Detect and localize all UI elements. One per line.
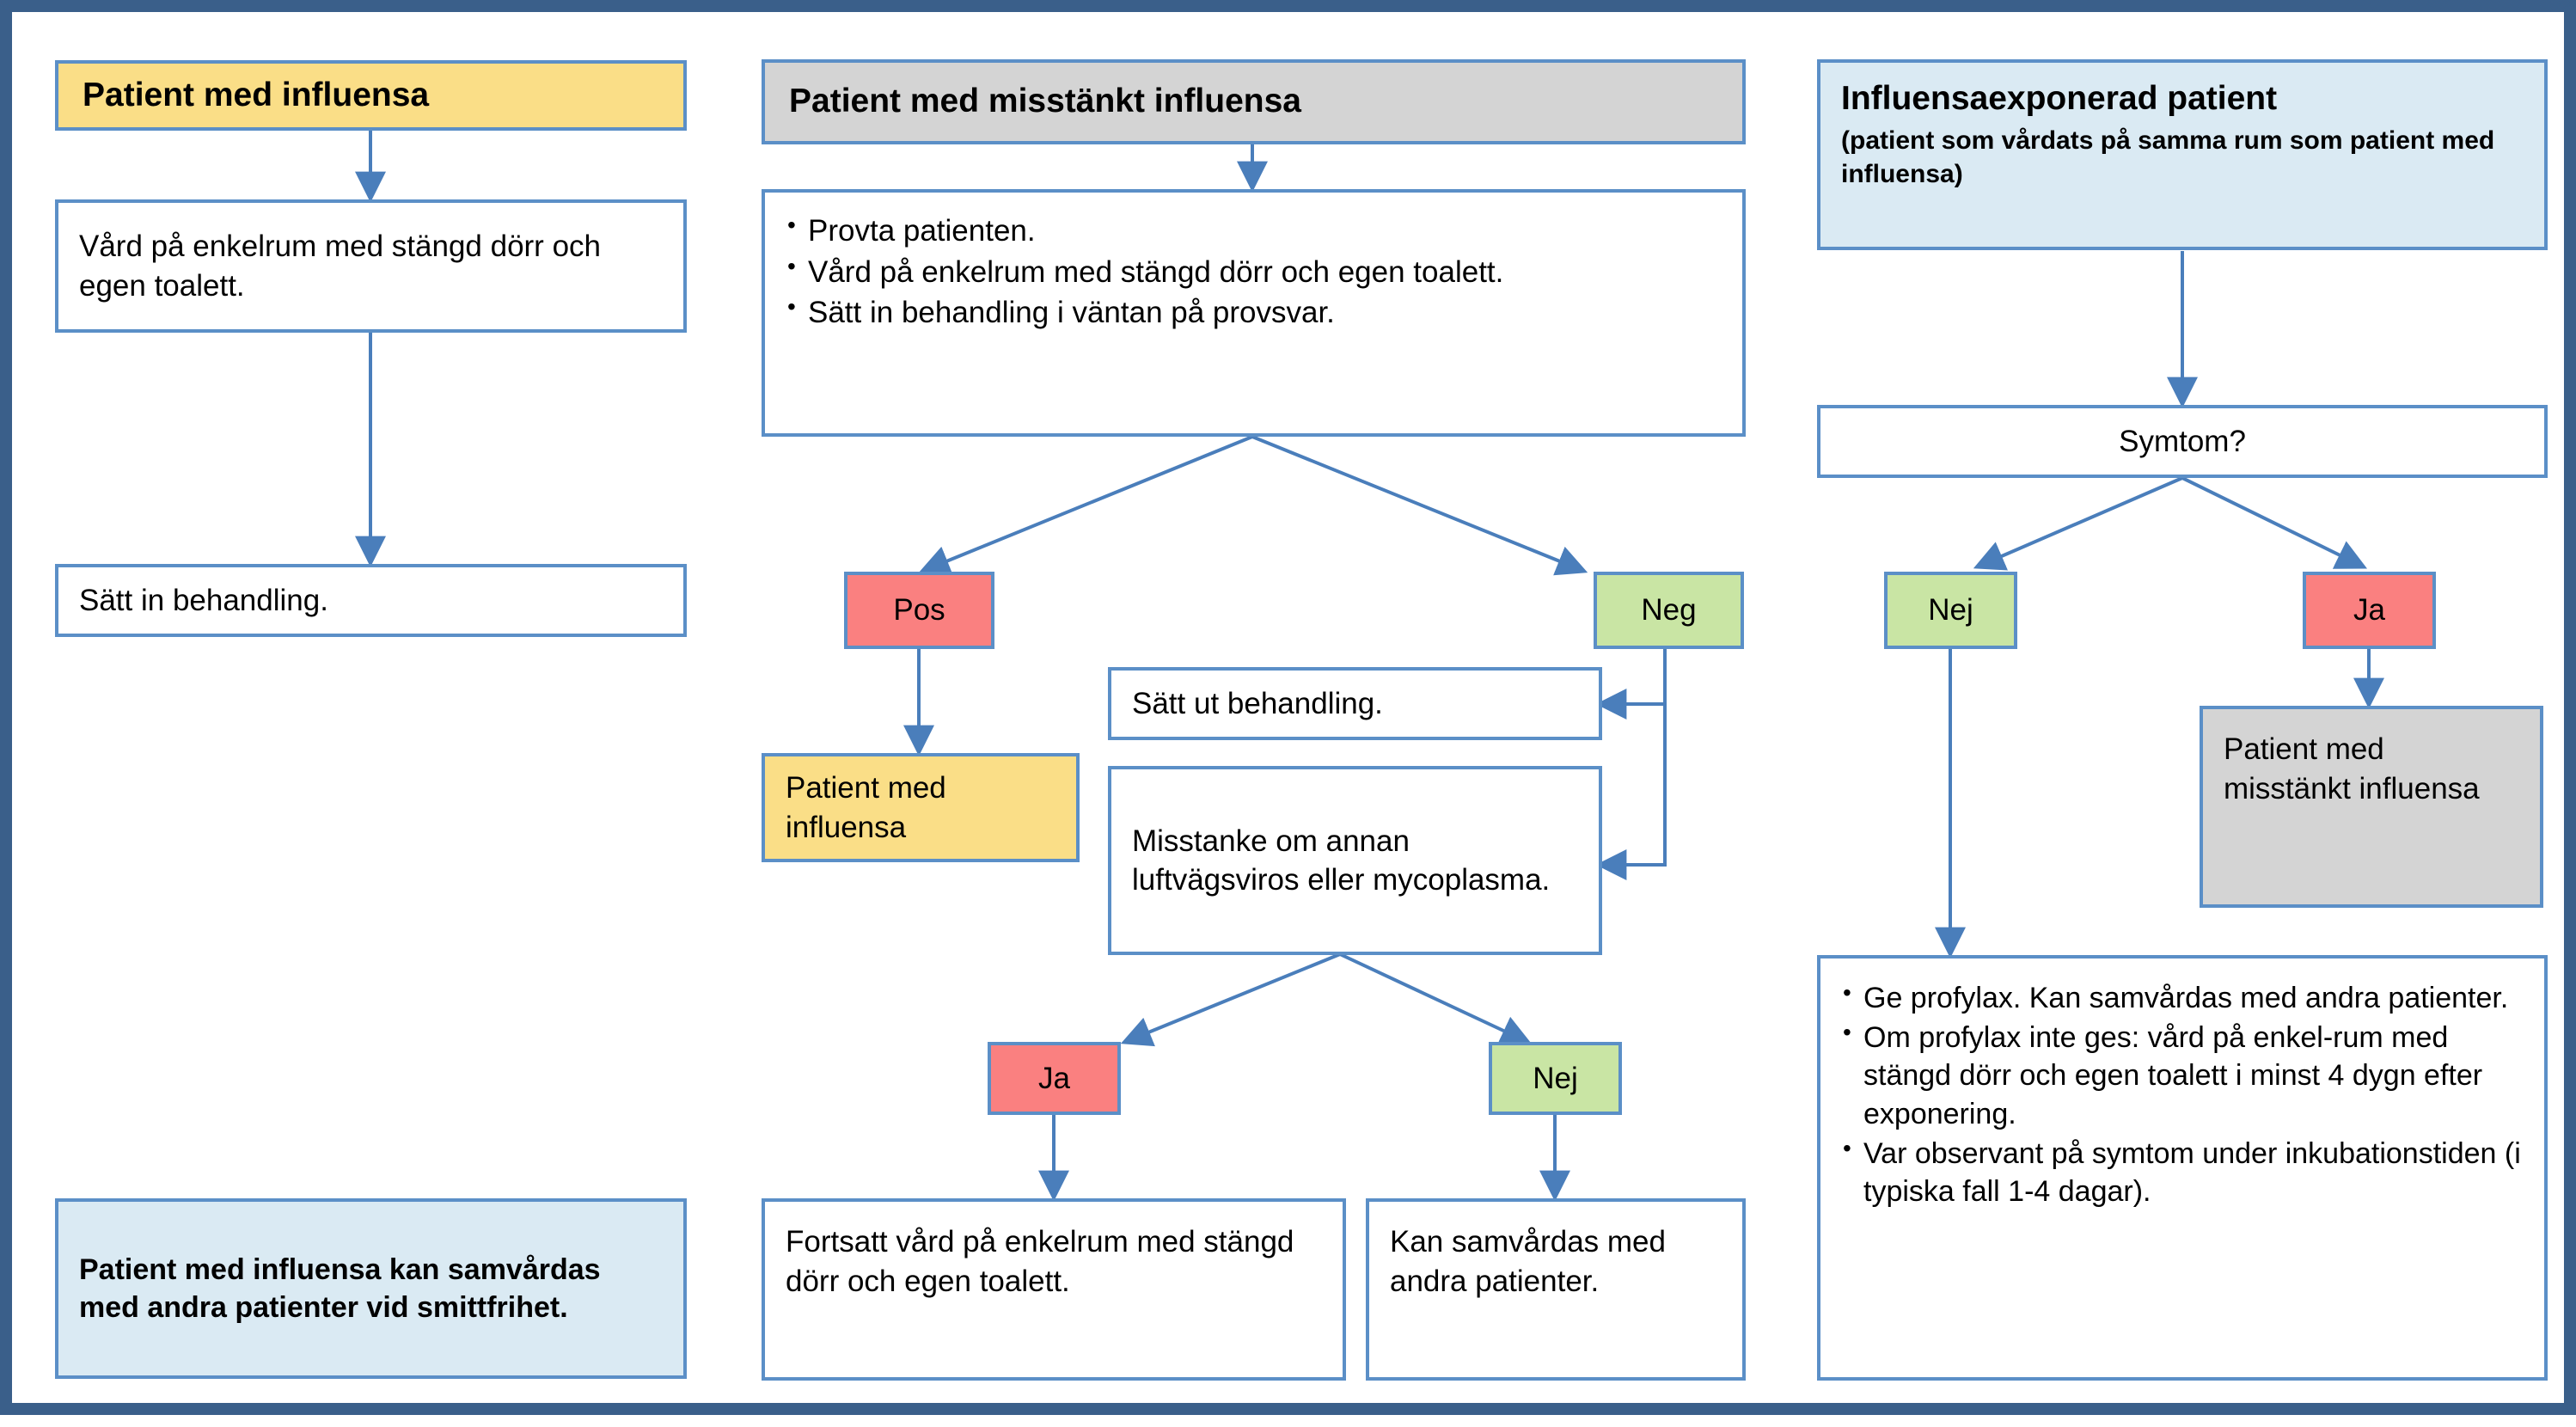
middle-neg-action-label: Sätt ut behandling. <box>1132 686 1383 720</box>
right-question-label: Symtom? <box>2119 424 2246 458</box>
right-nej-actions-box: Ge profylax. Kan samvårdas med andra pat… <box>1817 955 2548 1381</box>
right-nej-action-item: Var observant på symtom under inkubation… <box>1838 1133 2524 1210</box>
right-branch-nej: Nej <box>1884 572 2017 649</box>
left-step2-label: Sätt in behandling. <box>79 583 328 617</box>
middle-actions-list: Provta patienten. Vård på enkelrum med s… <box>782 210 1503 334</box>
left-footer-box: Patient med influensa kan samvårdas med … <box>55 1198 687 1379</box>
middle-neg-action-box: Sätt ut behandling. <box>1108 667 1602 740</box>
middle-nej-result-label: Kan samvårdas med andra patienter. <box>1390 1225 1666 1298</box>
middle-branch-pos: Pos <box>844 572 994 649</box>
right-branch-nej-label: Nej <box>1928 593 1973 628</box>
middle-branch-ja: Ja <box>988 1042 1121 1115</box>
middle-branch-nej-label: Nej <box>1533 1061 1578 1095</box>
right-header-sub-label: (patient som vårdats på samma rum som pa… <box>1841 126 2495 188</box>
right-ja-result-label: Patient med misstänkt influensa <box>2224 732 2480 805</box>
left-step2-box: Sätt in behandling. <box>55 564 687 637</box>
right-nej-action-item: Ge profylax. Kan samvårdas med andra pat… <box>1838 977 2524 1017</box>
right-question-box: Symtom? <box>1817 405 2548 478</box>
left-step1-label: Vård på enkelrum med stängd dörr och ege… <box>79 230 601 303</box>
right-header-box: Influensaexponerad patient (patient som … <box>1817 59 2548 250</box>
right-branch-ja-label: Ja <box>2353 593 2385 628</box>
left-header-label: Patient med influensa <box>83 76 430 113</box>
middle-ja-result-box: Fortsatt vård på enkelrum med stängd dör… <box>762 1198 1346 1381</box>
middle-action-item: Sätt in behandling i väntan på provsvar. <box>782 291 1503 333</box>
middle-neg-question-box: Misstanke om annan luftvägsviros eller m… <box>1108 766 1602 955</box>
left-step1-box: Vård på enkelrum med stängd dörr och ege… <box>55 199 687 333</box>
middle-branch-neg: Neg <box>1594 572 1744 649</box>
right-nej-action-item: Om profylax inte ges: vård på enkel-rum … <box>1838 1017 2524 1133</box>
middle-pos-result-label: Patient med influensa <box>786 771 946 844</box>
left-header-box: Patient med influensa <box>55 60 687 131</box>
middle-branch-ja-label: Ja <box>1038 1061 1070 1095</box>
right-ja-result-box: Patient med misstänkt influensa <box>2200 706 2543 908</box>
flowchart-canvas: Patient med influensa Vård på enkelrum m… <box>12 12 2576 1427</box>
middle-neg-question-label: Misstanke om annan luftvägsviros eller m… <box>1132 824 1551 897</box>
left-footer-label: Patient med influensa kan samvårdas med … <box>79 1252 601 1324</box>
middle-branch-pos-label: Pos <box>893 593 945 628</box>
middle-branch-nej: Nej <box>1489 1042 1622 1115</box>
middle-nej-result-box: Kan samvårdas med andra patienter. <box>1366 1198 1746 1381</box>
middle-action-item: Vård på enkelrum med stängd dörr och ege… <box>782 251 1503 292</box>
right-branch-ja: Ja <box>2303 572 2436 649</box>
right-nej-actions-list: Ge profylax. Kan samvårdas med andra pat… <box>1838 977 2524 1212</box>
middle-pos-result-box: Patient med influensa <box>762 753 1080 862</box>
middle-header-box: Patient med misstänkt influensa <box>762 59 1746 144</box>
middle-header-label: Patient med misstänkt influensa <box>789 83 1301 120</box>
middle-actions-box: Provta patienten. Vård på enkelrum med s… <box>762 189 1746 437</box>
middle-action-item: Provta patienten. <box>782 210 1503 251</box>
right-header-main-label: Influensaexponerad patient <box>1841 80 2278 117</box>
middle-ja-result-label: Fortsatt vård på enkelrum med stängd dör… <box>786 1225 1294 1298</box>
middle-branch-neg-label: Neg <box>1641 593 1697 628</box>
